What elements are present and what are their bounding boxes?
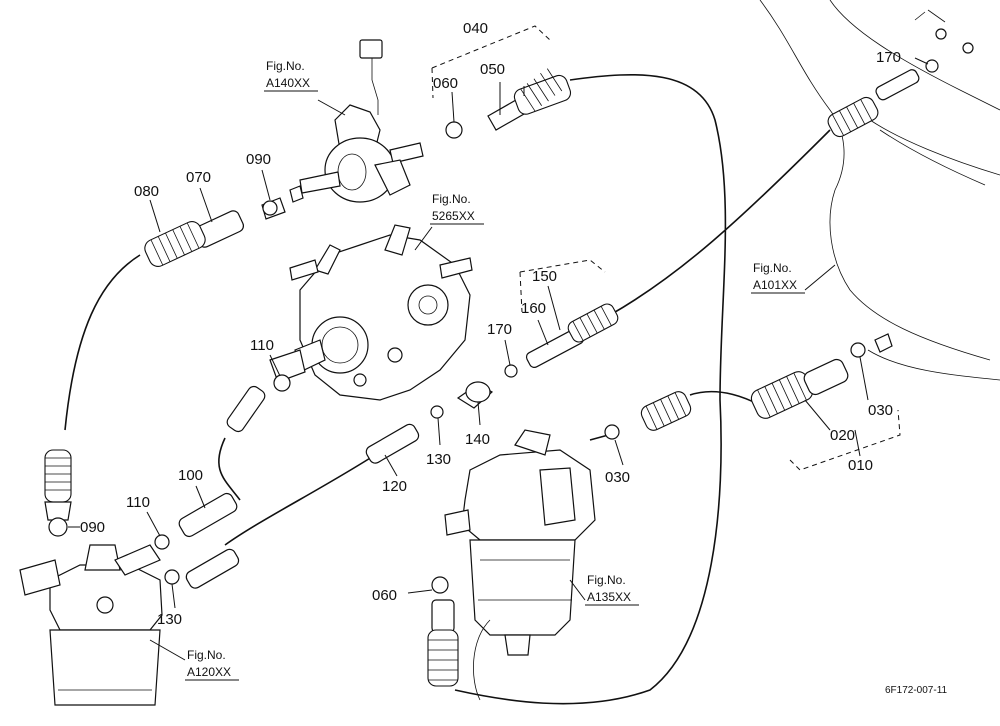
injection-pump (269, 224, 473, 401)
clamp-110-low (154, 534, 170, 550)
label-160: 160 (521, 300, 546, 317)
label-110-top: 110 (250, 337, 274, 354)
figure-references: Fig.No. A140XX Fig.No. 5265XX Fig.No. A1… (185, 59, 805, 681)
label-140: 140 (465, 431, 490, 448)
svg-text:Fig.No.: Fig.No. (587, 573, 626, 587)
water-separator (19, 544, 163, 706)
fig-ref-a120: Fig.No. A120XX (185, 648, 239, 681)
clamp-090-low (48, 517, 68, 537)
label-040: 040 (463, 20, 488, 37)
label-010: 010 (848, 457, 873, 474)
svg-text:Fig.No.: Fig.No. (432, 192, 471, 206)
label-120: 120 (382, 478, 407, 495)
label-100: 100 (178, 467, 203, 484)
label-170-mid: 170 (487, 321, 512, 338)
label-060-low: 060 (372, 587, 397, 604)
clamp-110-top (273, 374, 291, 392)
label-170-top: 170 (876, 49, 901, 66)
electric-fuel-pump (299, 39, 424, 203)
part-number-labels: 040 050 060 090 070 080 170 150 160 170 … (80, 20, 901, 628)
label-030-right: 030 (868, 402, 893, 419)
clamp-060-low (431, 576, 449, 594)
drawing-code: 6F172-007-11 (885, 685, 948, 696)
fig-ref-a135: Fig.No. A135XX (585, 573, 639, 606)
fig-ref-a140: Fig.No. A140XX (264, 59, 318, 92)
engine-outline (759, 0, 1000, 381)
clamp-130-low (164, 569, 180, 585)
fuel-filter (444, 429, 596, 701)
svg-text:Fig.No.: Fig.No. (187, 648, 226, 662)
label-060-top: 060 (433, 75, 458, 92)
clamp-130-mid (430, 405, 444, 419)
clamp-170-top (925, 59, 939, 73)
clamp-030-mid (604, 424, 620, 440)
clamp-090-top (262, 200, 278, 216)
fig-ref-5265: Fig.No. 5265XX (430, 192, 484, 225)
hose-clamps (48, 28, 974, 594)
label-130-mid: 130 (426, 451, 451, 468)
label-020: 020 (830, 427, 855, 444)
label-150: 150 (532, 268, 557, 285)
leader-lines (68, 57, 929, 661)
svg-text:5265XX: 5265XX (432, 209, 475, 223)
svg-text:A135XX: A135XX (587, 590, 631, 604)
svg-text:A101XX: A101XX (753, 278, 797, 292)
label-080: 080 (134, 183, 159, 200)
label-110-low: 110 (126, 494, 150, 511)
svg-text:A140XX: A140XX (266, 76, 310, 90)
fig-ref-a101: Fig.No. A101XX (751, 261, 805, 294)
label-130-low: 130 (157, 611, 182, 628)
svg-text:A120XX: A120XX (187, 665, 231, 679)
svg-text:Fig.No.: Fig.No. (266, 59, 305, 73)
label-030-mid: 030 (605, 469, 630, 486)
kit-brackets (431, 25, 901, 471)
label-050: 050 (480, 61, 505, 78)
clamp-060-top (445, 121, 463, 139)
label-090-top: 090 (246, 151, 271, 168)
clamp-030-right (850, 342, 866, 358)
label-090-low: 090 (80, 519, 105, 536)
label-070: 070 (186, 169, 211, 186)
clamp-170-mid (504, 364, 518, 378)
svg-text:Fig.No.: Fig.No. (753, 261, 792, 275)
